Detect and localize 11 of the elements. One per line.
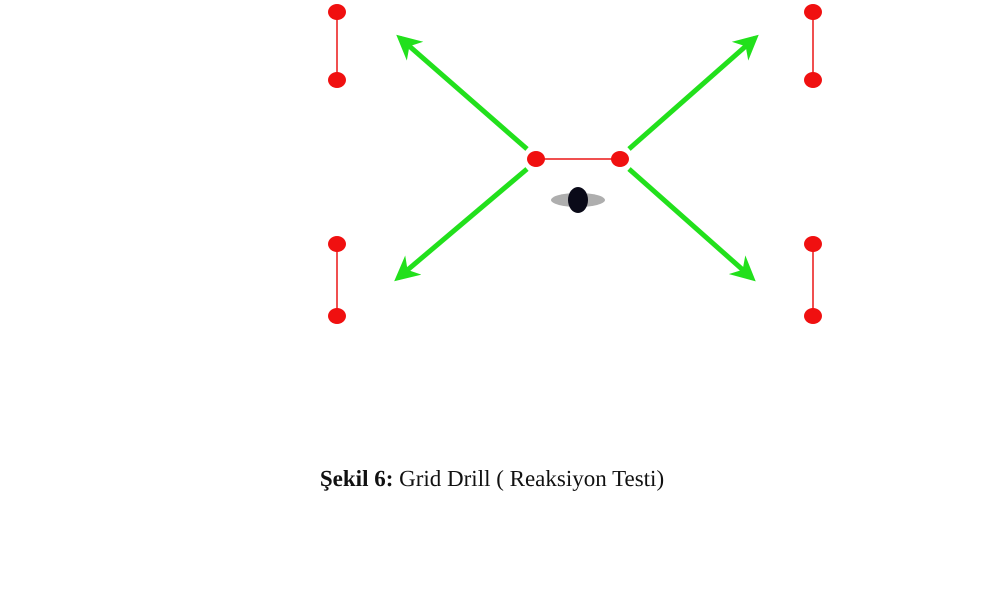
gate-marker [327, 3, 347, 89]
gate-marker [527, 149, 629, 169]
arrow [627, 167, 756, 282]
gate-marker [327, 235, 347, 325]
gate-marker [803, 235, 823, 325]
arrow [394, 167, 529, 282]
arrow [627, 34, 759, 151]
figure-caption: Şekil 6: Grid Drill ( Reaksiyon Testi) [320, 466, 664, 492]
gate-marker [803, 3, 823, 89]
arrow [396, 34, 529, 151]
player-figure [551, 186, 605, 214]
